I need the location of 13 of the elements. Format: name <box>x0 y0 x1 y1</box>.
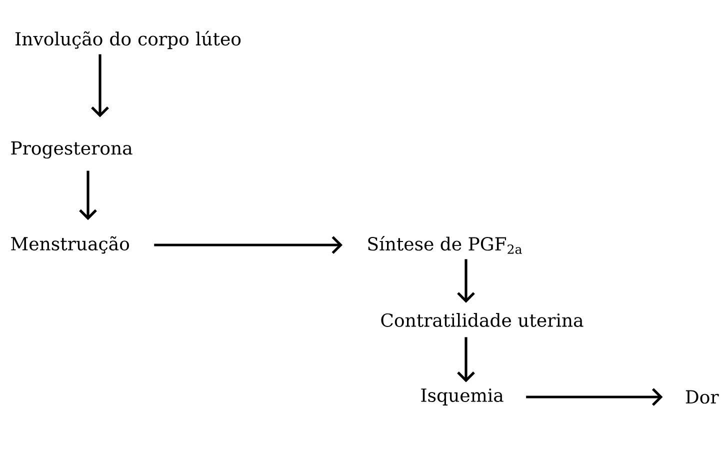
arrow <box>91 54 109 118</box>
arrow <box>79 170 97 220</box>
arrow <box>457 337 475 382</box>
arrow <box>154 236 343 254</box>
step-text: Isquemia <box>421 388 504 406</box>
step-text: Involução do corpo lúteo <box>15 30 241 50</box>
arrow <box>526 388 663 406</box>
step-text: Menstruação <box>11 236 130 254</box>
arrow <box>457 259 475 303</box>
step-text: Síntese de PGF$_{2a}$ <box>368 236 522 254</box>
step-text: Progesterona <box>11 141 132 159</box>
step-text: Dor <box>686 390 719 404</box>
step-text: Contratilidade uterina <box>381 313 584 327</box>
